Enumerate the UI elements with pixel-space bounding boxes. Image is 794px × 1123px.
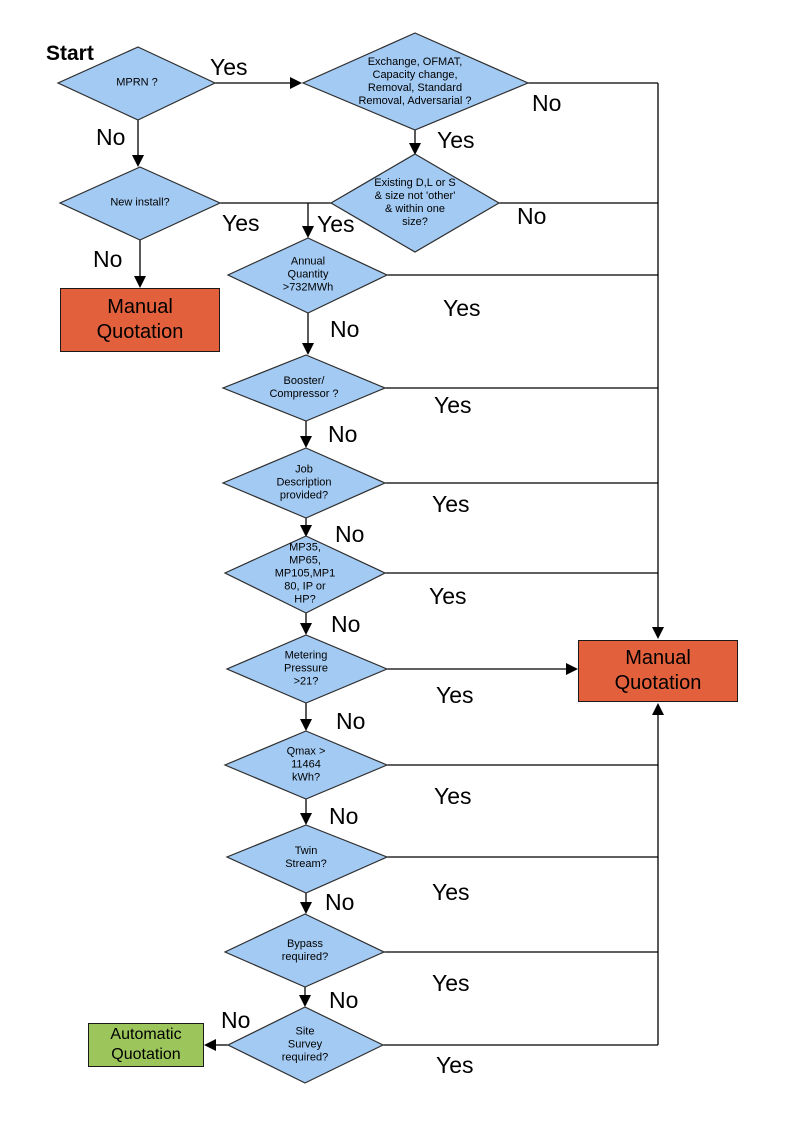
edge-label-existing-yes: Yes	[317, 211, 355, 237]
arrowhead-into-qmax	[300, 719, 312, 731]
edge-label-booster-no: No	[328, 421, 358, 447]
edge-label-mp-no: No	[331, 611, 361, 637]
edge-label-bypass-yes: Yes	[432, 970, 470, 996]
metering-pressure-decision-label: Metering Pressure >21?	[283, 649, 329, 688]
edge-label-new-install-yes: Yes	[222, 210, 260, 236]
arrowhead-into-exchange	[290, 77, 302, 89]
edge-label-twin-no: No	[325, 889, 355, 915]
edge-label-twin-yes: Yes	[432, 879, 470, 905]
edge-label-booster-yes: Yes	[434, 392, 472, 418]
new-install-decision-shape	[58, 166, 222, 241]
arrowhead-into-existing	[409, 143, 421, 155]
existing-decision-label: Existing D,L or S & size not 'other' & w…	[374, 177, 456, 228]
mprn-decision-label: MPRN ?	[116, 76, 158, 89]
edge-label-site-yes: Yes	[436, 1052, 474, 1078]
booster-decision-label: Booster/ Compressor ?	[269, 375, 339, 400]
bypass-decision-label: Bypass required?	[281, 938, 329, 963]
edge-label-metering-no: No	[336, 708, 366, 734]
arrowhead-into-booster	[302, 343, 314, 355]
job-description-decision-label: Job Description provided?	[276, 463, 332, 502]
manual-quotation-box-left: Manual Quotation	[60, 288, 220, 352]
mp-pressure-tier-decision-label: MP35, MP65, MP105,MP180, IP or HP?	[274, 541, 336, 606]
arrowhead-into-manual-left	[134, 276, 146, 288]
arrowhead-into-automatic	[204, 1039, 216, 1051]
edge-label-qmax-yes: Yes	[434, 783, 472, 809]
arrowhead-into-twin	[300, 813, 312, 825]
qmax-decision-shape	[223, 730, 389, 800]
manual-quotation-right-label: Manual Quotation	[614, 647, 702, 694]
edge-label-exchange-no: No	[532, 90, 562, 116]
qmax-decision-label: Qmax > 11464 kWh?	[286, 745, 326, 784]
arrowhead-into-site	[299, 995, 311, 1007]
edge-label-metering-yes: Yes	[436, 682, 474, 708]
job-description-decision-shape	[221, 447, 387, 519]
edge-label-bypass-no: No	[329, 987, 359, 1013]
arrowhead-into-job	[300, 436, 312, 448]
existing-decision-shape	[329, 153, 501, 253]
edge-label-mp-yes: Yes	[429, 583, 467, 609]
edge-label-job-yes: Yes	[432, 491, 470, 517]
new-install-decision-label: New install?	[110, 196, 170, 209]
booster-decision-shape	[221, 354, 387, 422]
site-survey-decision-shape	[226, 1006, 385, 1084]
manual-quotation-left-label: Manual Quotation	[96, 296, 184, 343]
arrowhead-into-metering	[300, 623, 312, 635]
annual-quantity-decision-shape	[226, 237, 389, 314]
edge-label-site-no: No	[221, 1007, 251, 1033]
arrowhead-into-bypass	[300, 902, 312, 914]
twin-stream-decision-label: Twin Stream?	[285, 845, 327, 870]
arrowhead-into-manual-right-top	[652, 627, 664, 639]
start-label: Start	[46, 42, 94, 65]
bypass-decision-shape	[223, 913, 386, 988]
edge-label-qmax-no: No	[329, 803, 359, 829]
edge-label-mprn-no: No	[96, 124, 126, 150]
edge-label-annual-yes: Yes	[443, 295, 481, 321]
edge-label-mprn-yes: Yes	[210, 54, 248, 80]
edge-label-existing-no: No	[517, 203, 547, 229]
edge-label-annual-no: No	[330, 316, 360, 342]
annual-quantity-decision-label: Annual Quantity >732MWh	[282, 255, 334, 294]
arrowhead-into-manual-right-left	[566, 663, 578, 675]
edge-label-exchange-yes: Yes	[437, 127, 475, 153]
twin-stream-decision-shape	[225, 824, 389, 894]
site-survey-decision-label: Site Survey required?	[281, 1025, 329, 1064]
arrowhead-into-mp	[300, 525, 312, 537]
exchange-decision-label: Exchange, OFMAT, Capacity change, Remova…	[358, 56, 472, 107]
manual-quotation-box-right: Manual Quotation	[578, 640, 738, 702]
mp-pressure-tier-decision-shape	[223, 535, 387, 614]
arrowhead-into-manual-right-bottom	[652, 703, 664, 715]
arrowhead-into-annual	[302, 226, 314, 238]
automatic-quotation-box: Automatic Quotation	[88, 1023, 204, 1067]
edge-label-new-install-no: No	[93, 246, 123, 272]
arrowhead-into-new-install	[132, 155, 144, 167]
exchange-decision-shape	[301, 32, 530, 131]
metering-pressure-decision-shape	[225, 634, 389, 704]
edge-label-job-no: No	[335, 521, 365, 547]
automatic-quotation-label: Automatic Quotation	[110, 1026, 182, 1063]
mprn-decision-shape	[56, 46, 217, 121]
